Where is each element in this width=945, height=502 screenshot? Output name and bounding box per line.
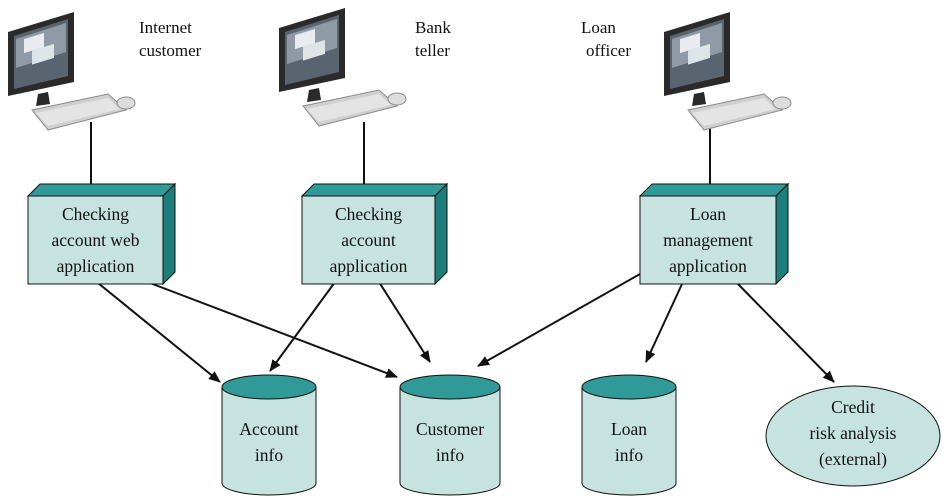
application-label-line: account web [52,230,140,250]
computer-label-line: customer [139,41,202,60]
desktop-computer-icon [278,7,407,127]
database-label-line: info [436,445,464,465]
application-label-line: Checking [335,204,402,224]
computer-label-line: Loan [581,18,616,37]
database-label-line: Customer [416,419,484,439]
internet-customer-computer: Internet customer [7,11,202,131]
application-box-checking-web: Checking account web application [26,182,177,286]
computer-label-line: Bank [415,18,451,37]
loan-officer-computer: Loan officer [581,11,792,131]
computer-label-line: teller [415,41,450,60]
external-label-line: risk analysis [809,423,896,443]
database-account-info: Account info [221,374,317,496]
application-label-line: management [663,230,753,250]
desktop-computer-icon [7,11,136,131]
computer-label-line: officer [586,41,631,60]
external-label-line: (external) [819,449,887,469]
external-credit-risk-analysis: Credit risk analysis (external) [765,385,941,487]
application-label-line: application [330,256,408,276]
application-box-loan-management: Loan management application [638,182,790,286]
database-label-line: info [615,445,643,465]
application-label-line: application [57,256,135,276]
database-customer-info: Customer info [399,374,501,496]
database-loan-info: Loan info [581,374,677,496]
database-label-line: info [255,445,283,465]
arrows [97,273,835,383]
computer-label-line: Internet [139,18,192,37]
bank-teller-computer: Bank teller [278,7,451,127]
external-label-line: Credit [831,397,875,417]
application-box-checking: Checking account application [300,182,449,286]
database-label-line: Loan [611,419,647,439]
application-label-line: application [669,256,747,276]
application-label-line: Checking [62,204,129,224]
application-label-line: account [341,230,396,250]
desktop-computer-icon [663,11,792,131]
database-label-line: Account [239,419,298,439]
application-label-line: Loan [690,204,726,224]
